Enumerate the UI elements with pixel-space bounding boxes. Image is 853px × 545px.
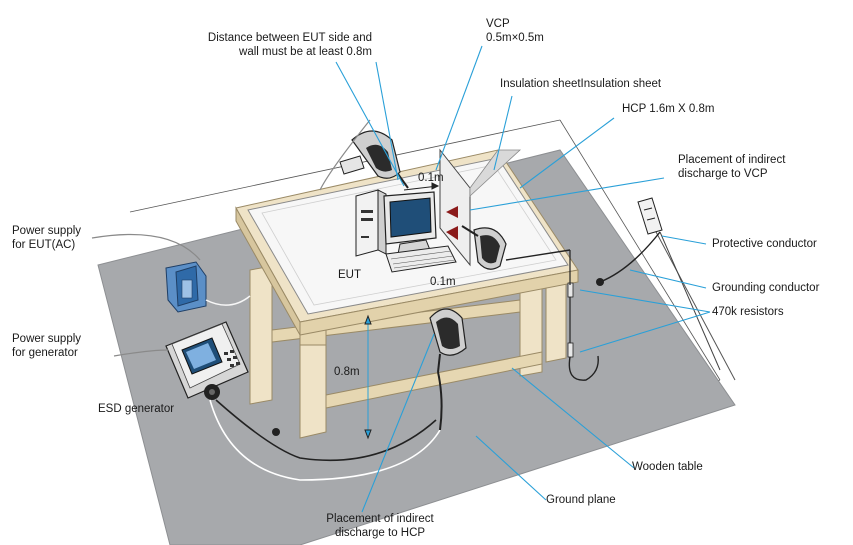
label-vcp: VCP 0.5m×0.5m xyxy=(486,18,544,44)
label-power-eut: Power supply for EUT(AC) xyxy=(12,225,82,251)
keyboard-icon xyxy=(385,245,457,273)
label-grounding-conductor: Grounding conductor xyxy=(712,282,820,294)
label-wooden-table: Wooden table xyxy=(632,461,703,473)
esd-generator-icon xyxy=(165,321,249,400)
label-esd-generator: ESD generator xyxy=(98,403,175,415)
label-hcp: HCP 1.6m X 0.8m xyxy=(622,103,715,115)
discharge-point-vcp-lower xyxy=(446,226,458,240)
resistor-upper xyxy=(567,282,574,298)
esd-gun-hcp-icon xyxy=(429,308,467,373)
esd-gun-vcp-icon xyxy=(461,225,507,270)
dimension-01m-mid: 0.1m xyxy=(430,276,456,288)
label-indirect-hcp: Placement of indirect discharge to HCP xyxy=(326,513,434,539)
label-eut: EUT xyxy=(338,269,361,281)
dimension-marks xyxy=(364,182,440,440)
leader-lines xyxy=(335,45,711,513)
computer-tower-icon xyxy=(355,189,387,257)
label-ground-plane: Ground plane xyxy=(546,494,616,506)
cables xyxy=(91,119,721,481)
ground-connection-point xyxy=(596,278,604,286)
dimension-01m-top: 0.1m xyxy=(418,172,444,184)
label-power-generator: Power supply for generator xyxy=(12,333,82,359)
transformer-icon xyxy=(165,261,207,313)
grounding-bar-icon xyxy=(637,197,663,235)
label-insulation-sheet: Insulation sheetInsulation sheet xyxy=(500,78,662,90)
monitor-icon xyxy=(383,191,437,255)
label-indirect-vcp: Placement of indirect discharge to VCP xyxy=(678,154,786,180)
dimension-08m: 0.8m xyxy=(334,366,360,378)
wall-line xyxy=(654,229,736,381)
resistor-lower xyxy=(567,342,574,358)
label-resistors: 470k resistors xyxy=(712,306,784,318)
label-distance-wall: Distance between EUT side and wall must … xyxy=(207,32,372,58)
discharge-point-vcp-upper xyxy=(446,206,458,218)
ground-connection-point-2 xyxy=(272,428,280,436)
label-protective-conductor: Protective conductor xyxy=(712,238,817,250)
